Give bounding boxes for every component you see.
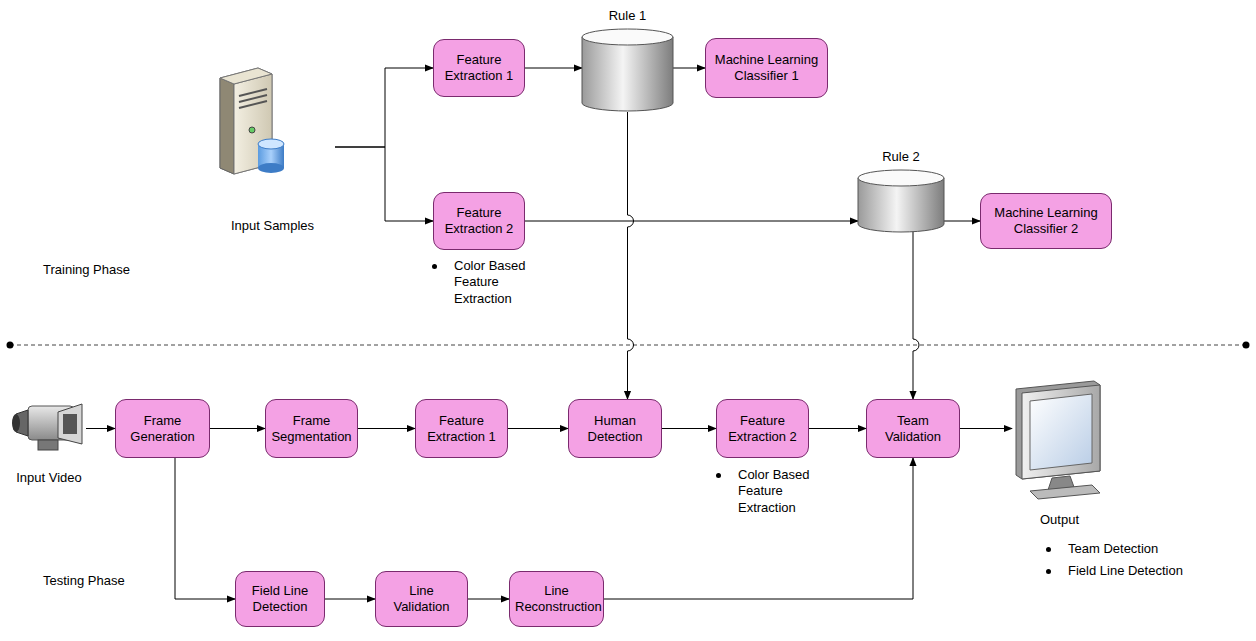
box-label: Frame Generation [116, 413, 209, 444]
server-icon [210, 60, 335, 180]
flow-arrow [944, 221, 980, 222]
bullet-note: Field Line Detection [1046, 563, 1216, 579]
database-cylinder [580, 28, 675, 112]
bullet-note: Color Based Feature Extraction [432, 258, 542, 307]
process-box: Frame Segmentation [265, 399, 358, 458]
box-label: Feature Extraction 1 [434, 52, 524, 83]
bullet-text: Color Based Feature Extraction [454, 258, 542, 307]
monitor-icon [1008, 375, 1108, 505]
process-box: Team Validation [866, 399, 960, 458]
flow-arrow [960, 428, 1012, 429]
flow-arrow [628, 112, 634, 399]
process-box: Feature Extraction 2 [716, 399, 809, 458]
box-label: Line Reconstruction [510, 583, 603, 614]
flow-arrow [175, 458, 235, 599]
icon-label: Input Video [8, 470, 90, 485]
output-monitor: OutputTeam DetectionField Line Detection [1008, 375, 1218, 585]
flow-arrow [210, 428, 265, 429]
phase-label: Testing Phase [43, 573, 125, 588]
process-box: Field Line Detection [235, 571, 325, 627]
box-label: Machine Learning Classifier 1 [706, 52, 827, 83]
flow-arrow [913, 227, 919, 399]
flow-arrow [662, 428, 716, 429]
flow-arrow [525, 221, 858, 222]
flow-arrow [325, 599, 375, 600]
box-label: Line Validation [376, 583, 467, 614]
box-label: Frame Segmentation [266, 413, 357, 444]
process-box: Machine Learning Classifier 2 [980, 193, 1112, 249]
process-box: Feature Extraction 2 [433, 192, 525, 250]
bullet-note: Team Detection [1046, 541, 1216, 557]
bullet-text: Field Line Detection [1068, 563, 1216, 579]
box-label: Feature Extraction 2 [434, 205, 524, 236]
flow-arrow [673, 68, 705, 69]
process-box: Line Validation [375, 571, 468, 627]
flow-arrow [358, 428, 415, 429]
rule-database: Rule 1 [580, 6, 675, 112]
flow-arrow [508, 428, 568, 429]
camera-icon [8, 392, 90, 462]
flow-arrow [604, 458, 913, 599]
process-box: Feature Extraction 1 [433, 39, 525, 97]
process-box: Frame Generation [115, 399, 210, 458]
flow-arrow [335, 68, 433, 147]
process-box: Machine Learning Classifier 1 [705, 38, 828, 98]
database-cylinder [856, 169, 946, 233]
process-box: Line Reconstruction [509, 571, 604, 627]
bullet-note: Color Based Feature Extraction [716, 467, 826, 516]
box-label: Human Detection [569, 413, 661, 444]
bullet-dot [432, 264, 437, 269]
flow-arrow [525, 68, 582, 69]
flow-arrow [335, 147, 433, 221]
divider-end-dot [7, 342, 14, 349]
bullet-dot [1046, 569, 1051, 574]
box-label: Feature Extraction 1 [416, 413, 507, 444]
process-box: Feature Extraction 1 [415, 399, 508, 458]
divider-end-dot [1243, 342, 1250, 349]
flow-arrow [468, 599, 509, 600]
rule-label: Rule 1 [580, 8, 675, 23]
output-title: Output [1040, 512, 1079, 527]
icon-label: Input Samples [210, 218, 335, 233]
flow-arrow [86, 428, 115, 429]
dashed-divider [10, 345, 1246, 346]
rule-database: Rule 2 [856, 147, 946, 233]
input-video-camera: Input Video [8, 392, 90, 488]
phase-label: Training Phase [43, 262, 130, 277]
input-samples-server: Input Samples [210, 60, 335, 240]
bullet-text: Team Detection [1068, 541, 1216, 557]
box-label: Feature Extraction 2 [717, 413, 808, 444]
process-box: Human Detection [568, 399, 662, 458]
bullet-dot [716, 473, 721, 478]
flow-arrow [809, 428, 866, 429]
box-label: Team Validation [867, 413, 959, 444]
rule-label: Rule 2 [856, 149, 946, 164]
box-label: Machine Learning Classifier 2 [981, 205, 1111, 236]
bullet-text: Color Based Feature Extraction [738, 467, 826, 516]
box-label: Field Line Detection [236, 583, 324, 614]
bullet-dot [1046, 547, 1051, 552]
